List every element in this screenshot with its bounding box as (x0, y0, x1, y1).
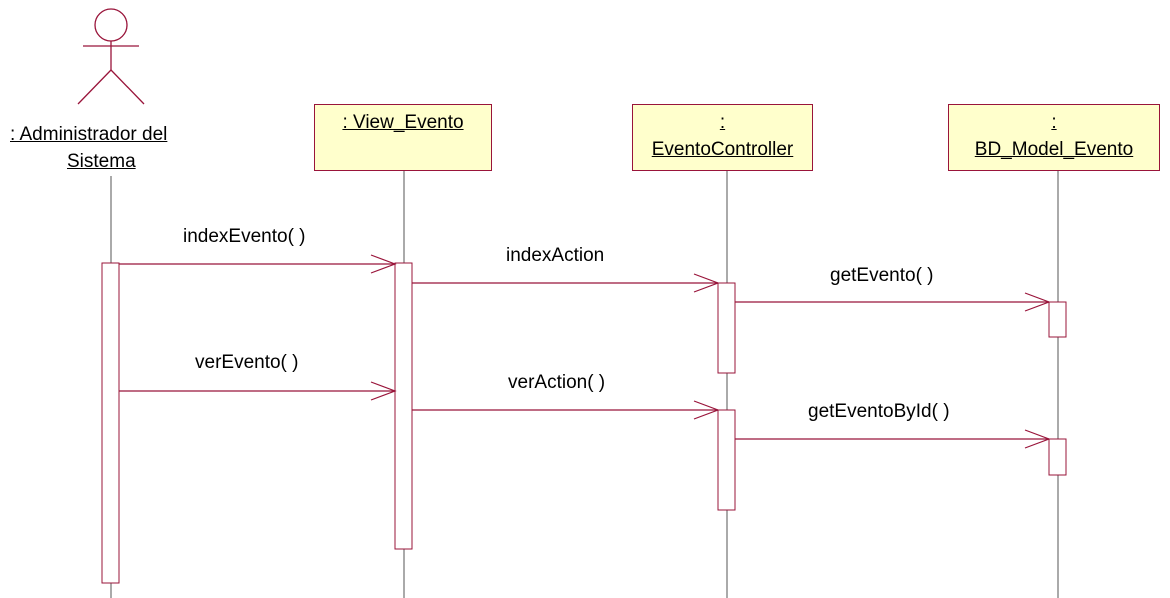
message-arrow-getEventoById[interactable] (735, 429, 1051, 449)
message-label-verAction: verAction( ) (508, 372, 606, 393)
activation-controller-2 (717, 409, 736, 511)
activation-actor (101, 262, 120, 584)
message-label-getEventoById: getEventoById( ) (808, 401, 950, 422)
object-evento-controller-colon: : (719, 112, 726, 133)
actor-name-line1: : Administrador del (10, 124, 168, 145)
message-label-indexAction: indexAction (506, 245, 605, 266)
message-label-indexEvento: indexEvento( ) (183, 226, 306, 247)
object-bd-model-evento[interactable]: : BD_Model_Evento (948, 104, 1160, 171)
object-evento-controller-label: EventoController (651, 139, 794, 160)
activation-view-evento (394, 262, 413, 550)
message-label-verEvento: verEvento( ) (195, 352, 299, 373)
message-arrow-verEvento[interactable] (119, 381, 397, 401)
message-arrow-indexAction[interactable] (412, 273, 720, 293)
actor-figure[interactable] (77, 8, 145, 105)
activation-model-1 (1048, 301, 1067, 338)
message-arrow-verAction[interactable] (412, 400, 720, 420)
activation-model-2 (1048, 438, 1067, 476)
message-arrow-getEvento[interactable] (735, 292, 1051, 312)
activation-controller-1 (717, 282, 736, 374)
object-bd-model-evento-label: BD_Model_Evento (974, 139, 1134, 160)
message-arrow-indexEvento[interactable] (119, 254, 397, 274)
message-label-getEvento: getEvento( ) (830, 265, 934, 286)
actor-name-line2: Sistema (67, 151, 136, 172)
object-view-evento-label: : View_Evento (342, 112, 464, 133)
object-view-evento[interactable]: : View_Evento (314, 104, 492, 171)
object-bd-model-evento-colon: : (1051, 112, 1057, 133)
object-evento-controller[interactable]: : EventoController (632, 104, 813, 171)
